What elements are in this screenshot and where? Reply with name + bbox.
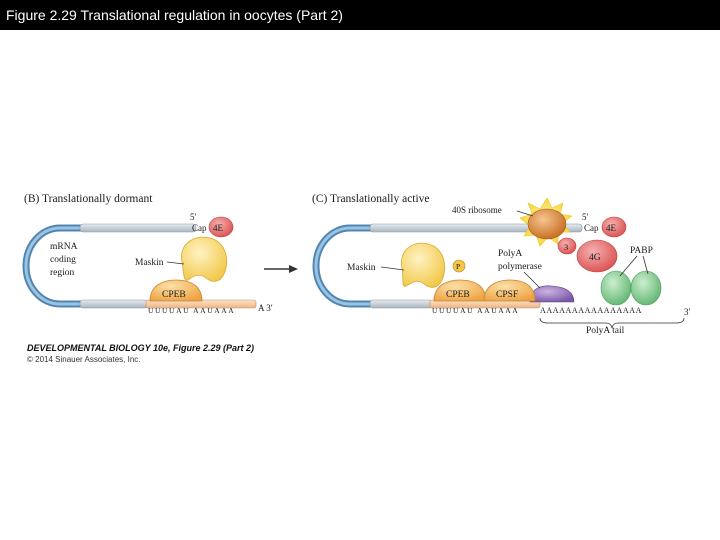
- maskin-c: [400, 242, 445, 288]
- cap-label-b: Cap: [192, 223, 207, 233]
- credit-line-2: © 2014 Sinauer Associates, Inc.: [27, 355, 141, 364]
- factor-4g: [576, 239, 618, 273]
- polya-label-1: PolyA: [498, 249, 522, 259]
- sequence-text-b: UUUUAU AAUAAA: [148, 306, 235, 315]
- polya-tail-seq: AAAAAAAAAAAAAAAA: [540, 306, 642, 315]
- factor-4e-b: [208, 216, 234, 238]
- panel-c-heading: (C) Translationally active: [312, 193, 430, 205]
- phospho-badge: [452, 259, 466, 273]
- pabp-label: PABP: [630, 246, 653, 256]
- pabp-leader-1: [619, 255, 638, 277]
- factor-3: [557, 237, 577, 255]
- cpeb-label-b: CPEB: [162, 290, 186, 300]
- cpsf-label: CPSF: [496, 290, 518, 300]
- credit-line-1: DEVELOPMENTAL BIOLOGY 10e, Figure 2.29 (…: [27, 343, 254, 353]
- three-prime-c: 3′: [684, 307, 691, 317]
- polya-leader: [523, 271, 541, 289]
- factor-4e-label-b: 4E: [213, 223, 224, 233]
- factor-3-label: 3: [564, 242, 568, 252]
- polya-polymerase: [529, 285, 575, 303]
- cpeb-b: [149, 279, 203, 302]
- panel-c: (C) Translationally active UUUUAU AAUAAA…: [312, 193, 691, 336]
- pabp-left: [600, 270, 632, 306]
- panel-b-heading: (B) Translationally dormant: [24, 193, 153, 205]
- mrna-bottom-bar-c: [369, 299, 433, 309]
- sequence-text-c: UUUUAU AAUAAA: [432, 306, 519, 315]
- maskin-leader-b: [166, 261, 185, 265]
- panel-b: (B) Translationally dormant UUUUAU AAUAA…: [22, 193, 273, 315]
- ribosome-40s: [519, 197, 573, 247]
- factor-4e-label-c: 4E: [606, 223, 617, 233]
- maskin-leader-c: [380, 266, 405, 271]
- maskin-label-b: Maskin: [135, 258, 164, 268]
- cap-label-c: Cap: [584, 223, 599, 233]
- mrna-top-bar-b: [79, 223, 197, 233]
- figure-title: Figure 2.29 Translational regulation in …: [6, 7, 343, 23]
- phospho-label: P: [456, 262, 460, 271]
- pabp-right: [630, 270, 662, 306]
- mrna-label-3: region: [50, 268, 75, 278]
- maskin-b: [181, 236, 227, 282]
- factor-4e-c: [601, 216, 627, 238]
- cpsf: [483, 279, 536, 302]
- polya-tail-brace: [539, 317, 685, 329]
- five-prime-c: 5′: [582, 212, 589, 222]
- ribosome-label: 40S ribosome: [452, 205, 502, 215]
- polya-tail-label: PolyA tail: [586, 326, 625, 336]
- polya-label-2: polymerase: [498, 262, 542, 272]
- ribosome-leader: [516, 210, 534, 217]
- cpeb-label-c: CPEB: [446, 290, 470, 300]
- mrna-label-2: coding: [50, 255, 76, 265]
- transition-arrow: [264, 265, 298, 273]
- mrna-label-1: mRNA: [50, 242, 78, 252]
- maskin-label-c: Maskin: [347, 263, 376, 273]
- factor-4g-label: 4G: [589, 253, 601, 263]
- title-bar: Figure 2.29 Translational regulation in …: [0, 0, 720, 30]
- five-prime-b: 5′: [190, 212, 197, 222]
- three-prime-b: A 3′: [258, 303, 273, 313]
- pabp-leader-2: [642, 255, 649, 275]
- mrna-bottom-bar-b: [79, 299, 149, 309]
